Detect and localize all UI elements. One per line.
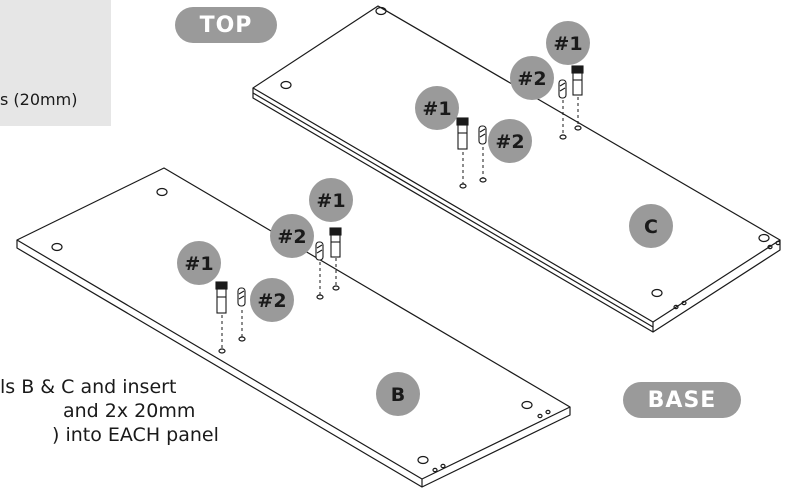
badge-b-4-label: #2	[257, 290, 286, 312]
badge-c-3-label: #1	[422, 98, 451, 120]
badge-c-1-label: #1	[553, 33, 582, 55]
panel-b-hole	[51, 242, 63, 252]
panel-b-hole	[521, 400, 533, 410]
panel-c-hole	[280, 80, 292, 90]
instruction-line-3: ) into EACH panel	[52, 424, 219, 446]
panel-c-edge-hole	[673, 304, 679, 310]
badge-c-3: #1	[415, 86, 459, 130]
panel-b-dowel-hole	[332, 285, 340, 291]
panel-b-edge-hole	[432, 467, 438, 473]
wood-dowel-c2	[478, 125, 487, 145]
panel-c-hole	[651, 288, 663, 298]
panel-c-letter: C	[644, 216, 658, 238]
panel-b-hole	[417, 455, 429, 465]
panel-b-dowel-hole	[218, 348, 226, 354]
badge-b-2-label: #2	[277, 226, 306, 248]
panel-c-badge: C	[629, 204, 673, 248]
panel-c-edge-hole	[681, 300, 687, 306]
instruction-line-1: ls B & C and insert	[0, 376, 177, 398]
instructions: ls B & C and insert and 2x 20mm ) into E…	[0, 375, 219, 447]
panel-c-dowel-hole	[559, 134, 567, 140]
badge-c-2: #2	[510, 56, 554, 100]
panel-c-dowel-hole	[574, 125, 582, 131]
badge-b-1-label: #1	[316, 190, 345, 212]
panel-c-edge-hole	[775, 240, 781, 246]
panel-b-hole	[156, 187, 168, 197]
wood-dowel-b1	[315, 241, 324, 261]
panel-c-hole	[758, 233, 770, 243]
cam-dowel-b2	[215, 281, 228, 314]
base-label: BASE	[623, 382, 741, 418]
panel-b-letter: B	[391, 384, 405, 406]
instruction-line-2: and 2x 20mm	[63, 400, 196, 422]
legend-box: s (20mm)	[0, 0, 111, 126]
panel-b-edge-hole	[545, 409, 551, 415]
top-label: TOP	[175, 7, 277, 43]
badge-b-1: #1	[309, 178, 353, 222]
badge-b-2: #2	[270, 214, 314, 258]
badge-c-1: #1	[546, 21, 590, 65]
badge-c-4-label: #2	[495, 131, 524, 153]
cam-dowel-c1	[571, 65, 584, 96]
legend-text: s (20mm)	[0, 90, 78, 109]
badge-c-4: #2	[488, 119, 532, 163]
cam-dowel-b1	[329, 227, 342, 258]
wood-dowel-b2	[237, 287, 246, 307]
panel-b-edge-hole	[440, 463, 446, 469]
panel-c-edge-line	[252, 92, 654, 328]
badge-b-4: #2	[250, 278, 294, 322]
panel-b-edge-hole	[537, 413, 543, 419]
cam-dowel-c2	[456, 117, 469, 150]
panel-c-hole	[375, 6, 387, 16]
panel-b	[16, 167, 571, 488]
wood-dowels	[237, 79, 567, 307]
panel-c-edge-hole	[767, 244, 773, 250]
panel-b-badge: B	[376, 372, 420, 416]
badge-b-3: #1	[177, 241, 221, 285]
badge-b-3-label: #1	[184, 253, 213, 275]
guide-lines	[221, 97, 579, 349]
wood-dowel-c1	[558, 79, 567, 99]
badge-c-2-label: #2	[517, 68, 546, 90]
cam-dowels	[215, 65, 584, 314]
